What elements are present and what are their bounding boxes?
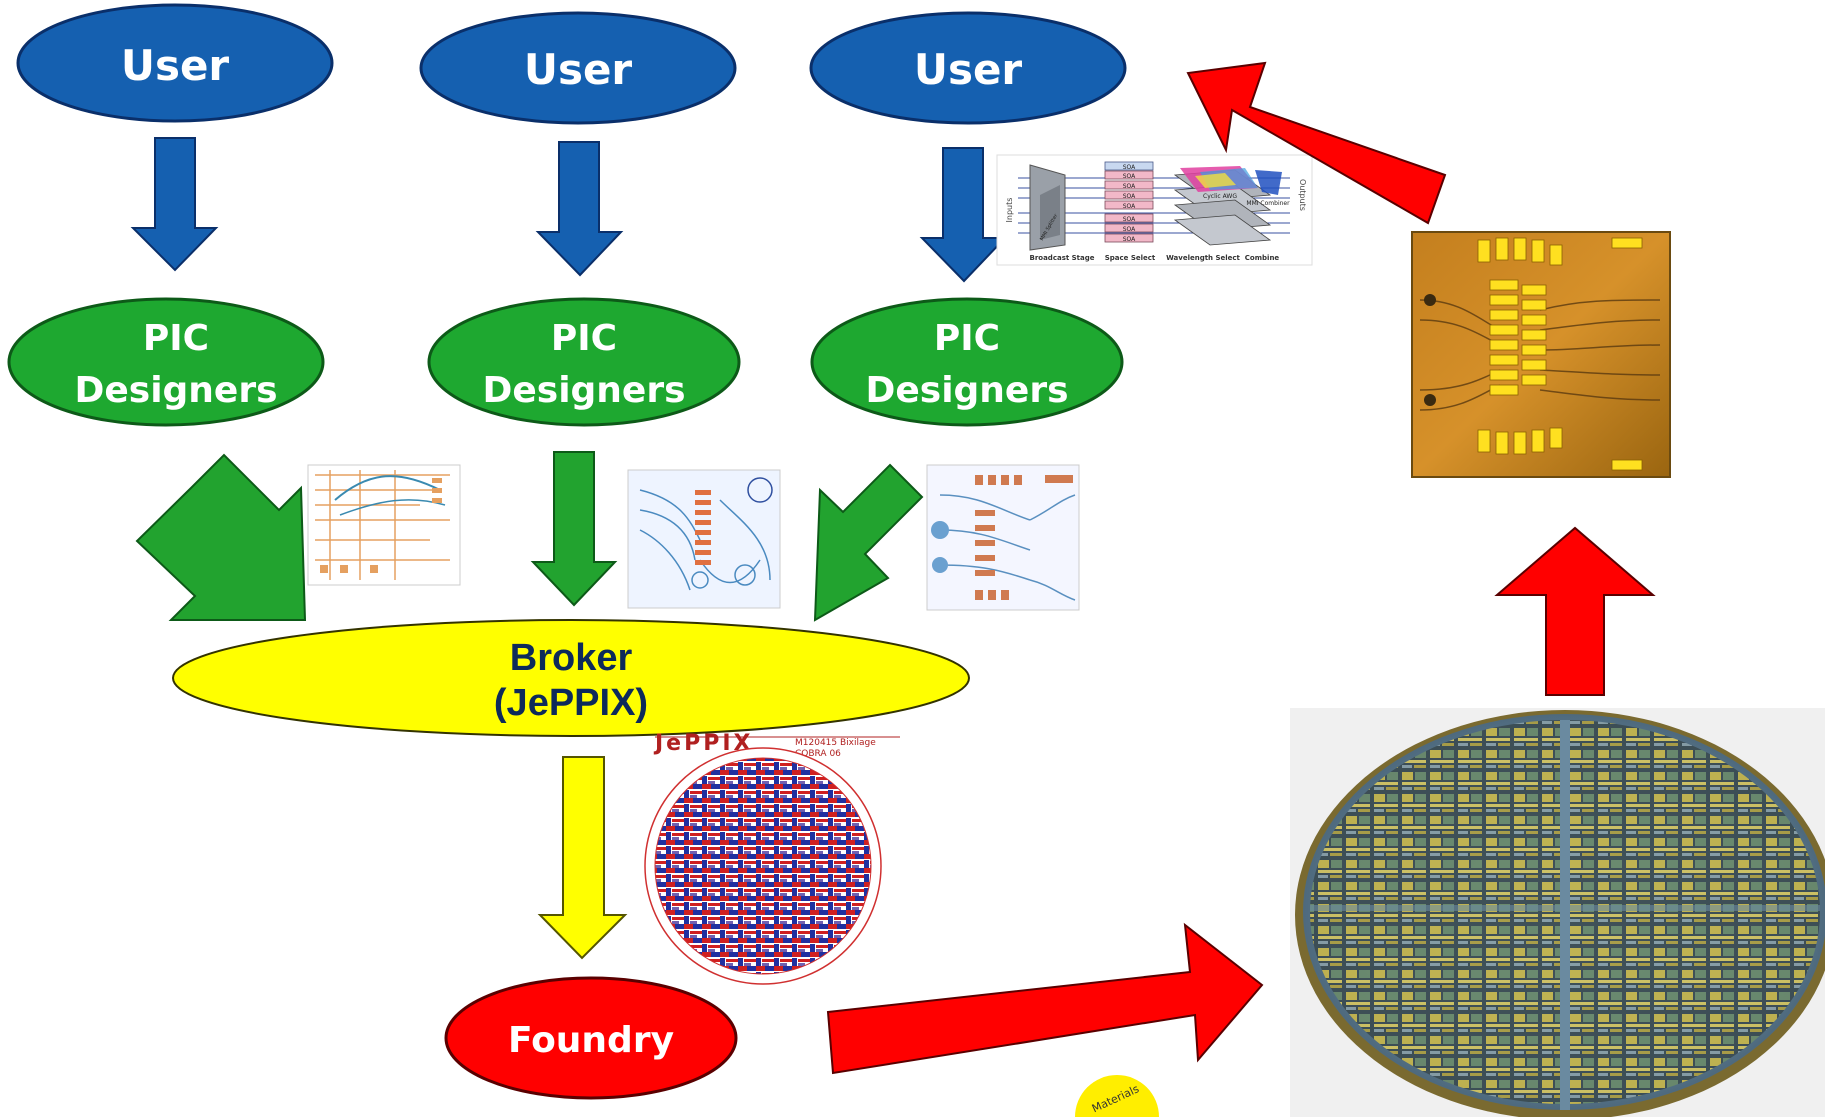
user-node-3: User [809,11,1127,125]
blue-arrow-1 [130,137,219,272]
system-architecture-inset: Inputs Outputs SOA SOA SOA SOA SOA SOA [996,154,1313,266]
pic-designers-node-2: PIC Designers [427,297,741,427]
pic-designers-node-1: PIC Designers [7,297,325,427]
broker-sublabel: (JePPIX) [494,682,648,724]
user-node-2: User [419,11,737,125]
green-arrow-2 [530,451,618,607]
pic-label-2a: PIC [551,318,617,359]
soa-label-6: SOA [1123,216,1136,223]
blue-arrow-3 [919,147,1008,283]
pic-label-1a: PIC [143,318,209,359]
soa-label-3: SOA [1123,183,1136,190]
inset-outputs-label: Outputs [1298,179,1307,211]
user-node-1: User [16,3,334,123]
red-arrow-up [1494,526,1656,696]
soa-label-5: SOA [1123,203,1136,210]
pic-layout-thumbnail-1 [307,464,461,586]
user-label-3: User [914,45,1023,94]
red-arrow-to-user [1186,61,1447,225]
pic-layout-thumbnail-2 [627,469,781,609]
foundry-node: Foundry [444,976,738,1100]
stage-broadcast: Broadcast Stage [1029,254,1094,262]
broker-label: Broker [510,637,633,679]
foundry-label: Foundry [508,1020,674,1061]
materials-badge: Materials [1075,1075,1159,1117]
green-arrow-1 [135,453,307,621]
fabricated-wafer-photo [1290,708,1825,1117]
broker-node: Broker (JePPIX) [172,619,970,737]
soa-label-8: SOA [1123,236,1136,243]
pic-label-3a: PIC [934,318,1000,359]
mmi-combiner-label: MMI Combiner [1246,200,1290,207]
green-arrow-3 [813,463,924,622]
soa-label-2: SOA [1123,173,1136,180]
soa-label-4: SOA [1123,193,1136,200]
cyclic-awg-label: Cyclic AWG [1203,193,1237,200]
stage-combine: Combine [1245,254,1280,262]
inset-inputs-label: Inputs [1005,198,1014,223]
mask-caption-2: COBRA 06 [795,749,841,759]
pic-label-2b: Designers [482,370,685,411]
soa-label-7: SOA [1123,226,1136,233]
mask-caption-1: M120415 Bixilage [795,738,876,748]
pic-layout-thumbnail-3 [926,464,1080,611]
stage-space-select: Space Select [1105,254,1156,262]
pic-label-1b: Designers [74,370,277,411]
blue-arrow-2 [535,141,624,277]
user-label-1: User [121,41,230,90]
stage-wavelength-select: Wavelength Select [1166,254,1240,262]
user-label-2: User [524,45,633,94]
pic-label-3b: Designers [865,370,1068,411]
red-arrow-to-wafer [826,922,1264,1075]
pic-designers-node-3: PIC Designers [810,297,1124,427]
soa-label-1: SOA [1123,164,1136,171]
photonic-chip-photo [1411,231,1671,478]
yellow-arrow [537,756,628,960]
mask-layout-inset: JePPIX M120415 Bixilage COBRA 06 [644,731,900,985]
